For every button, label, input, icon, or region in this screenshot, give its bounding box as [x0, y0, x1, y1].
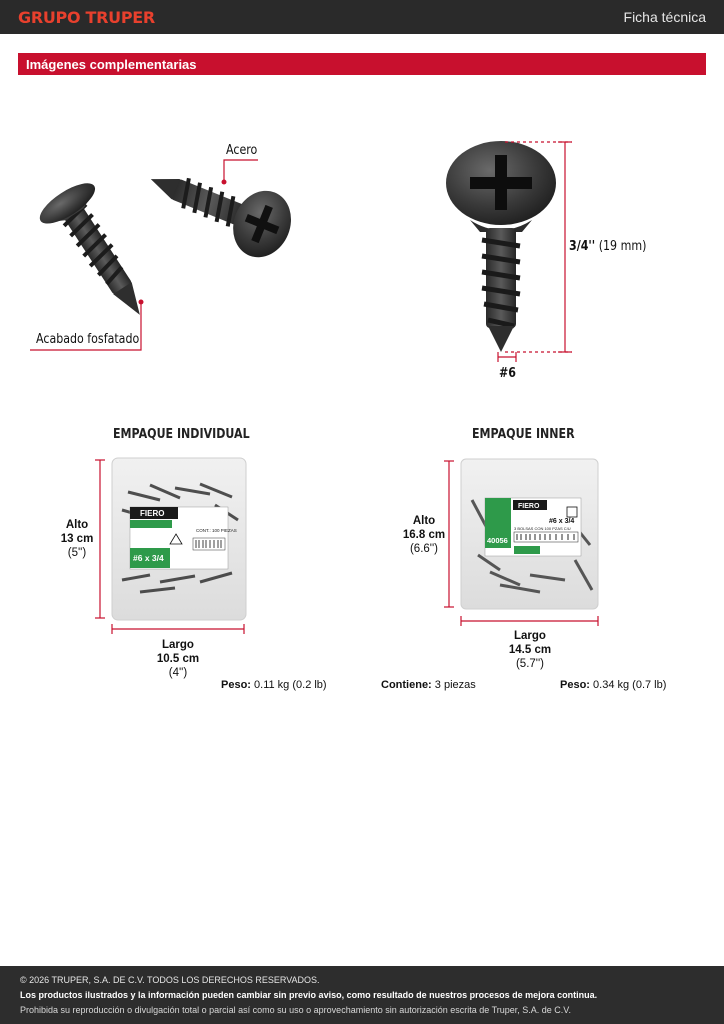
length-imperial: 3/4'' — [569, 239, 596, 254]
finish-callout: Acabado fosfatado — [36, 332, 140, 347]
inner-height-dimension: Alto 16.8 cm (6.6'') — [401, 514, 447, 556]
individual-package-heading: EMPAQUE INDIVIDUAL — [113, 427, 250, 442]
weight-value: 0.34 kg (0.7 lb) — [593, 679, 667, 691]
inner-weight: Peso: 0.34 kg (0.7 lb) — [560, 679, 666, 691]
width-in: (5.7'') — [515, 658, 545, 670]
svg-text:#6 x 3/4: #6 x 3/4 — [549, 518, 574, 525]
svg-text:3 BOLSAS CON 100 PZAS C/U: 3 BOLSAS CON 100 PZAS C/U — [514, 526, 571, 531]
individual-width-line — [111, 624, 245, 634]
svg-text:CONT.: 100 PIEZAS: CONT.: 100 PIEZAS — [196, 528, 237, 533]
inner-height-line — [444, 460, 454, 608]
weight-label: Peso: — [221, 679, 251, 691]
contents-label: Contiene: — [381, 679, 432, 691]
svg-text:40056: 40056 — [487, 536, 508, 545]
width-cm: 14.5 cm — [508, 644, 552, 656]
svg-text:#6 x 3/4: #6 x 3/4 — [133, 553, 164, 563]
document-type-label: Ficha técnica — [623, 9, 706, 25]
width-label: Largo — [514, 630, 546, 642]
height-label: Alto — [412, 515, 436, 527]
inner-package-heading: EMPAQUE INNER — [472, 427, 575, 442]
weight-label: Peso: — [560, 679, 590, 691]
width-label: Largo — [162, 639, 194, 651]
screw-head-view-left — [150, 177, 291, 258]
individual-package-image: FIERO #6 x 3/4 CONT.: 100 PIEZAS — [111, 457, 247, 621]
material-callout: Acero — [226, 143, 258, 158]
brand-logo: GRUPO TRUPER — [18, 8, 155, 27]
height-in: (6.6'') — [409, 543, 439, 555]
footer: © 2026 TRUPER, S.A. DE C.V. TODOS LOS DE… — [0, 966, 724, 1024]
length-dimension-line — [505, 141, 572, 353]
svg-text:FIERO: FIERO — [140, 509, 164, 518]
individual-height-line — [95, 459, 105, 619]
section-title: Imágenes complementarias — [26, 57, 197, 72]
height-label: Alto — [65, 519, 89, 531]
svg-text:FIERO: FIERO — [518, 503, 540, 510]
length-metric: (19 mm) — [598, 239, 647, 254]
footer-copyright: © 2026 TRUPER, S.A. DE C.V. TODOS LOS DE… — [20, 975, 320, 985]
gauge-dimension-line — [497, 352, 517, 362]
inner-package-image: 40056 FIERO #6 x 3/4 3 BOLSAS CON 100 PZ… — [460, 458, 599, 610]
length-label: 3/4'' (19 mm) — [569, 239, 646, 254]
footer-notice: Los productos ilustrados y la informació… — [20, 990, 598, 1000]
individual-width-dimension: Largo 10.5 cm (4'') — [148, 638, 208, 680]
screw-side-view-left — [39, 183, 140, 315]
individual-height-dimension: Alto 13 cm (5'') — [52, 518, 102, 560]
height-cm: 13 cm — [60, 533, 94, 545]
inner-width-dimension: Largo 14.5 cm (5.7'') — [500, 629, 560, 671]
inner-width-line — [460, 616, 599, 626]
screw-dimension-view — [446, 141, 556, 352]
footer-legal: Prohibida su reproducción o divulgación … — [20, 1005, 571, 1015]
top-header-bar: GRUPO TRUPER Ficha técnica — [0, 0, 724, 34]
section-header: Imágenes complementarias — [18, 53, 706, 75]
width-in: (4'') — [168, 667, 188, 679]
contents-value: 3 piezas — [434, 679, 476, 691]
gauge-label: #6 — [499, 366, 516, 381]
individual-weight: Peso: 0.11 kg (0.2 lb) — [221, 679, 327, 691]
width-cm: 10.5 cm — [156, 653, 200, 665]
weight-value: 0.11 kg (0.2 lb) — [254, 679, 327, 691]
inner-contents: Contiene: 3 piezas — [381, 679, 476, 691]
height-cm: 16.8 cm — [402, 529, 446, 541]
height-in: (5'') — [67, 547, 87, 559]
